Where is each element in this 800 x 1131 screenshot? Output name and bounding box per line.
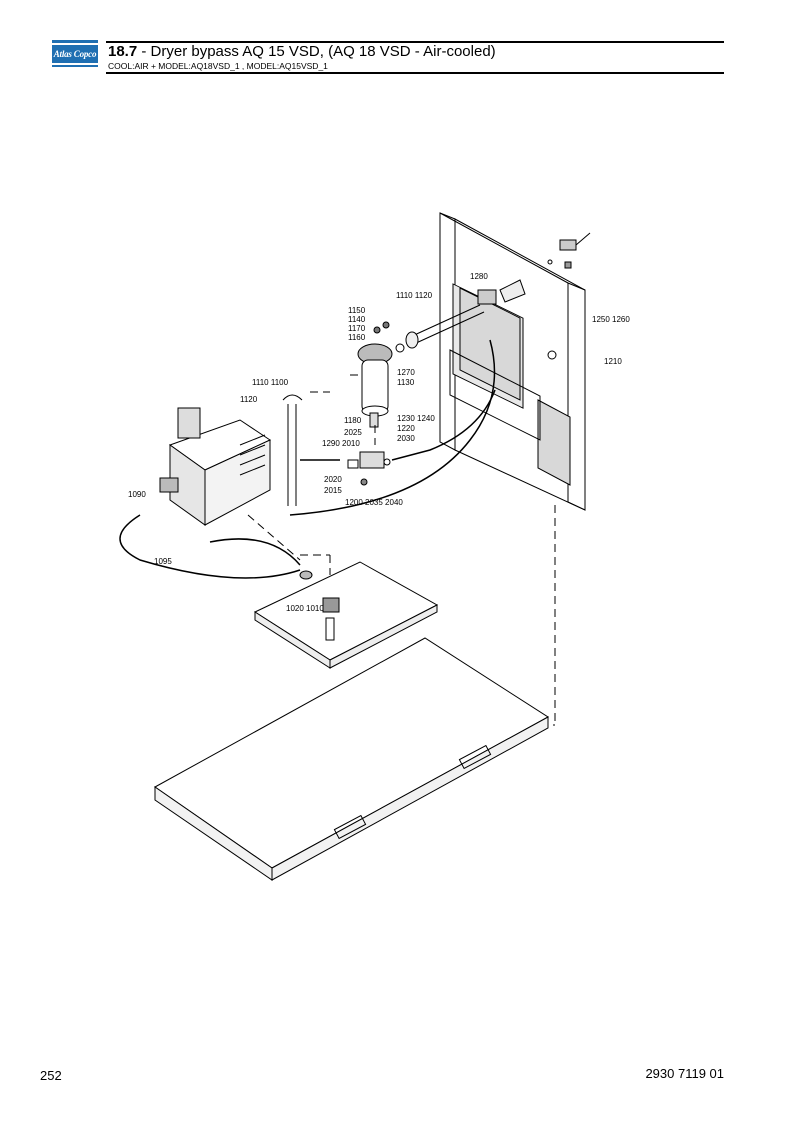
callout-1290-2010: 1290 2010 <box>322 439 360 448</box>
mounting-plate <box>253 561 439 669</box>
callout-1210: 1210 <box>604 357 622 366</box>
callout-2015: 2015 <box>324 486 342 495</box>
callout-1120-left: 1120 <box>240 395 258 404</box>
header-rule-top <box>106 41 724 43</box>
valve-block <box>347 451 391 486</box>
ball-valve <box>559 232 591 269</box>
callout-2025: 2025 <box>344 428 362 437</box>
callout-1090: 1090 <box>128 490 146 499</box>
callout-1230-1240: 1230 1240 <box>397 414 435 423</box>
callout-2030: 2030 <box>397 434 415 443</box>
callout-1150: 1150 <box>348 306 366 315</box>
pipe-upper <box>395 279 526 353</box>
page-title: 18.7 - Dryer bypass AQ 15 VSD, (AQ 18 VS… <box>108 43 496 60</box>
callout-labels: 1280 1110 1120 1150 1140 1170 1160 1250 … <box>128 272 630 613</box>
hose-lines <box>119 339 496 579</box>
callout-1110-1100: 1110 1100 <box>252 378 289 387</box>
callout-1160: 1160 <box>348 333 366 342</box>
header-rule-bottom <box>106 72 724 74</box>
callout-1180: 1180 <box>344 416 362 425</box>
section-number: 18.7 <box>108 43 138 60</box>
callout-2020: 2020 <box>324 475 342 484</box>
callout-1020-1010: 1020 1010 <box>286 604 324 613</box>
dryer-unit <box>159 407 272 526</box>
callout-1140: 1140 <box>348 315 366 324</box>
atlas-copco-logo: Atlas Copco <box>52 45 98 63</box>
logo-stripe-top <box>52 40 98 43</box>
base-frame <box>154 637 549 881</box>
callout-1110-1120-top: 1110 1120 <box>396 291 433 300</box>
document-number: 2930 7119 01 <box>645 1066 724 1081</box>
vertical-hose <box>282 394 303 506</box>
callout-1095: 1095 <box>154 557 172 566</box>
filter-assembly <box>357 321 393 428</box>
page-number: 252 <box>40 1068 62 1083</box>
callout-1130: 1130 <box>397 378 415 387</box>
callout-1270: 1270 <box>397 368 415 377</box>
callout-1170: 1170 <box>348 324 366 333</box>
page-subtitle: COOL:AIR + MODEL:AQ18VSD_1 , MODEL:AQ15V… <box>108 61 328 71</box>
callout-1250-1260: 1250 1260 <box>592 315 630 324</box>
logo-stripe-bottom <box>52 65 98 67</box>
callout-1200-2035-2040: 1200 2035 2040 <box>345 498 403 507</box>
frame-panel <box>439 212 586 511</box>
section-title: - Dryer bypass AQ 15 VSD, (AQ 18 VSD - A… <box>137 43 496 60</box>
callout-1220: 1220 <box>397 424 415 433</box>
callout-1280: 1280 <box>470 272 488 281</box>
